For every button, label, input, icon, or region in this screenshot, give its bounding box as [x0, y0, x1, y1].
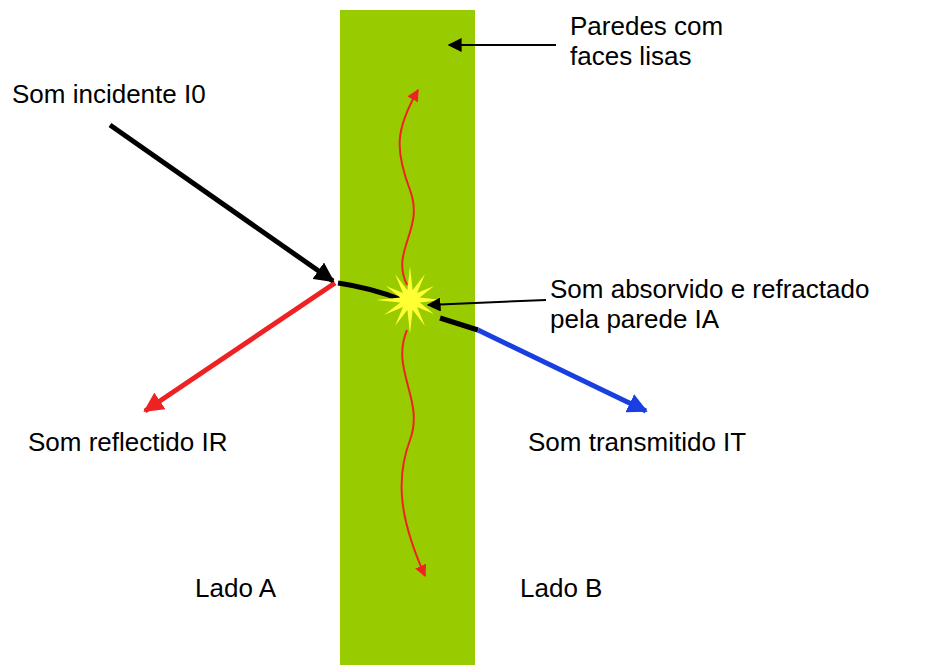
transmitted-ray	[478, 330, 646, 411]
refracted-ray	[440, 318, 478, 330]
absorption-burst	[376, 266, 442, 334]
scattered-wave	[402, 330, 425, 576]
absorbed-label: Som absorvido e refractado pela parede I…	[550, 275, 920, 335]
refracted-ray	[338, 283, 402, 300]
leader-line	[428, 300, 546, 305]
scattered-wave	[400, 90, 418, 285]
incident-ray	[110, 125, 333, 281]
reflected-label: Som reflectido IR	[28, 428, 227, 458]
transmitted-label: Som transmitido IT	[528, 428, 746, 458]
wall-label: Paredes com faces lisas	[570, 12, 770, 72]
reflected-ray	[145, 283, 335, 411]
incident-label: Som incidente I0	[12, 80, 206, 110]
side-label: Lado B	[520, 574, 602, 604]
side-label: Lado A	[195, 574, 276, 604]
leader-line	[449, 44, 556, 46]
wall	[340, 10, 475, 665]
